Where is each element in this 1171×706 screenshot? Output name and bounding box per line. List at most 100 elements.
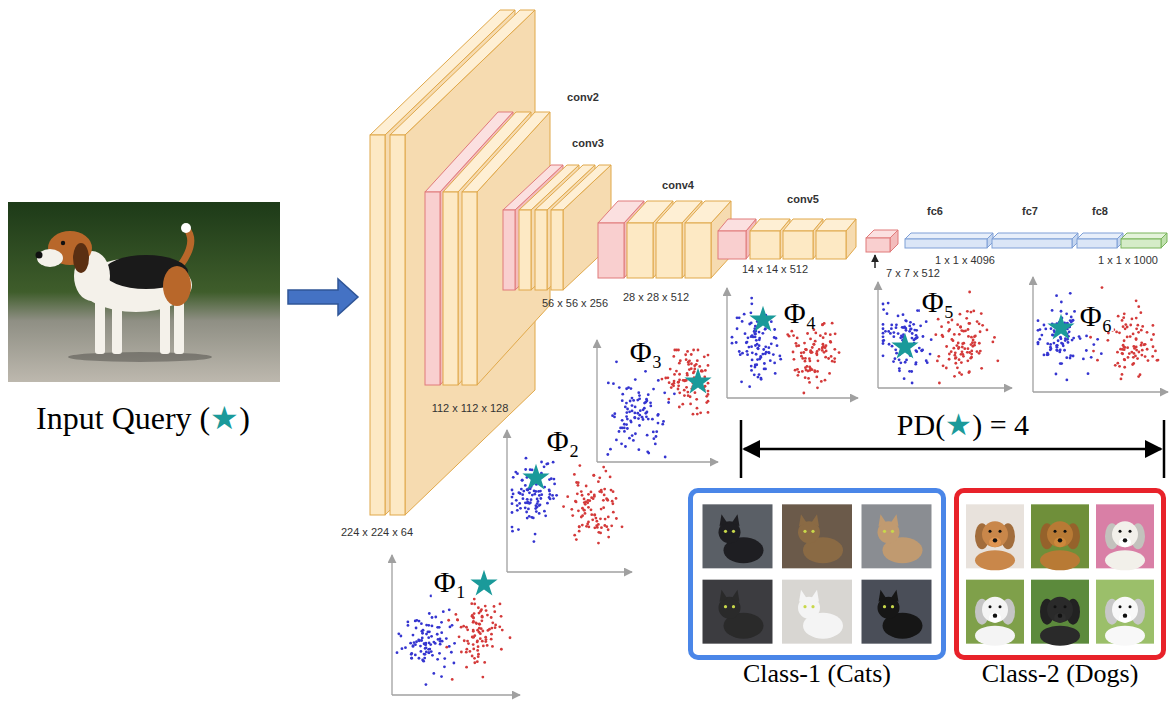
data-point xyxy=(476,649,479,652)
data-point xyxy=(602,506,605,509)
dimension-label: 14 x 14 x 512 xyxy=(742,264,808,275)
data-point xyxy=(491,621,494,624)
data-point xyxy=(532,540,535,543)
dog-muzzle xyxy=(1054,613,1066,623)
data-point xyxy=(600,491,603,494)
data-point xyxy=(687,361,690,364)
data-point xyxy=(553,483,556,486)
data-point xyxy=(668,381,671,384)
data-point xyxy=(968,322,971,325)
text-run: Φ₅ xyxy=(922,285,954,318)
data-point xyxy=(683,394,686,397)
bracket-tick xyxy=(1163,420,1166,478)
data-point xyxy=(415,619,418,622)
dog-muzzle xyxy=(989,613,1001,623)
text-run: fc7 xyxy=(1022,205,1038,217)
data-point xyxy=(937,318,940,321)
data-point xyxy=(694,391,697,394)
data-point xyxy=(1065,379,1068,382)
data-point xyxy=(412,634,415,637)
text-run: Φ₂ xyxy=(547,424,579,457)
data-point xyxy=(1146,348,1149,351)
input-arrow xyxy=(288,279,358,315)
data-point xyxy=(480,619,483,622)
data-point xyxy=(511,511,514,514)
data-point xyxy=(488,628,491,631)
data-point xyxy=(1116,351,1119,354)
data-point xyxy=(828,372,831,375)
data-point xyxy=(758,331,761,334)
data-point xyxy=(1126,336,1129,339)
dog-hip xyxy=(163,266,191,306)
data-point xyxy=(456,619,459,622)
data-point xyxy=(916,309,919,312)
data-point xyxy=(1060,301,1063,304)
data-point xyxy=(463,639,466,642)
data-point xyxy=(1131,318,1134,321)
data-point xyxy=(597,480,600,483)
data-point xyxy=(954,362,957,365)
data-point xyxy=(604,518,607,521)
dog-eye xyxy=(999,605,1002,608)
data-point xyxy=(795,342,798,345)
layer-top xyxy=(992,233,1078,239)
data-point xyxy=(894,348,897,351)
data-point xyxy=(821,347,824,350)
data-point xyxy=(770,320,773,323)
data-point xyxy=(423,657,426,660)
data-point xyxy=(687,394,690,397)
data-point xyxy=(578,464,581,467)
data-point xyxy=(655,435,658,438)
data-point xyxy=(920,349,923,352)
data-point xyxy=(425,633,428,636)
data-point xyxy=(472,643,475,646)
data-point xyxy=(415,627,418,630)
text-run: 14 x 14 x 512 xyxy=(742,263,808,275)
data-point xyxy=(1049,343,1052,346)
data-point xyxy=(602,466,605,469)
data-point xyxy=(479,637,482,640)
cat-ear xyxy=(799,590,807,602)
data-point xyxy=(626,408,629,411)
data-point xyxy=(806,332,809,335)
data-point xyxy=(607,516,610,519)
data-point xyxy=(524,501,527,504)
data-point xyxy=(529,501,532,504)
thumb-ground xyxy=(862,580,932,644)
data-point xyxy=(629,419,632,422)
data-point xyxy=(679,359,682,362)
layer-name: fc6 xyxy=(927,206,943,217)
data-point xyxy=(412,645,415,648)
data-point xyxy=(479,632,482,635)
data-point xyxy=(478,623,481,626)
data-point xyxy=(600,508,603,511)
data-point xyxy=(536,502,539,505)
class-box: Class-1 (Cats) xyxy=(688,488,946,660)
data-point xyxy=(678,378,681,381)
data-point xyxy=(514,471,517,474)
data-point xyxy=(573,473,576,476)
layer-front xyxy=(551,210,563,290)
data-point xyxy=(420,650,423,653)
data-point xyxy=(882,339,885,342)
data-point xyxy=(575,481,578,484)
layer-top xyxy=(718,219,756,231)
data-point xyxy=(748,323,751,326)
data-point xyxy=(440,631,443,634)
data-point xyxy=(902,313,905,316)
data-point xyxy=(626,427,629,430)
data-point xyxy=(804,360,807,363)
data-point xyxy=(811,368,814,371)
data-point xyxy=(425,683,428,686)
data-point xyxy=(425,646,428,649)
data-point xyxy=(1154,349,1157,352)
text-run: fc6 xyxy=(927,205,943,217)
thumbnail-grid xyxy=(693,493,941,655)
data-point xyxy=(811,351,814,354)
data-point xyxy=(978,342,981,345)
data-point xyxy=(905,359,908,362)
data-point xyxy=(590,491,593,494)
data-point xyxy=(418,639,421,642)
data-point xyxy=(707,382,710,385)
data-point xyxy=(953,354,956,357)
